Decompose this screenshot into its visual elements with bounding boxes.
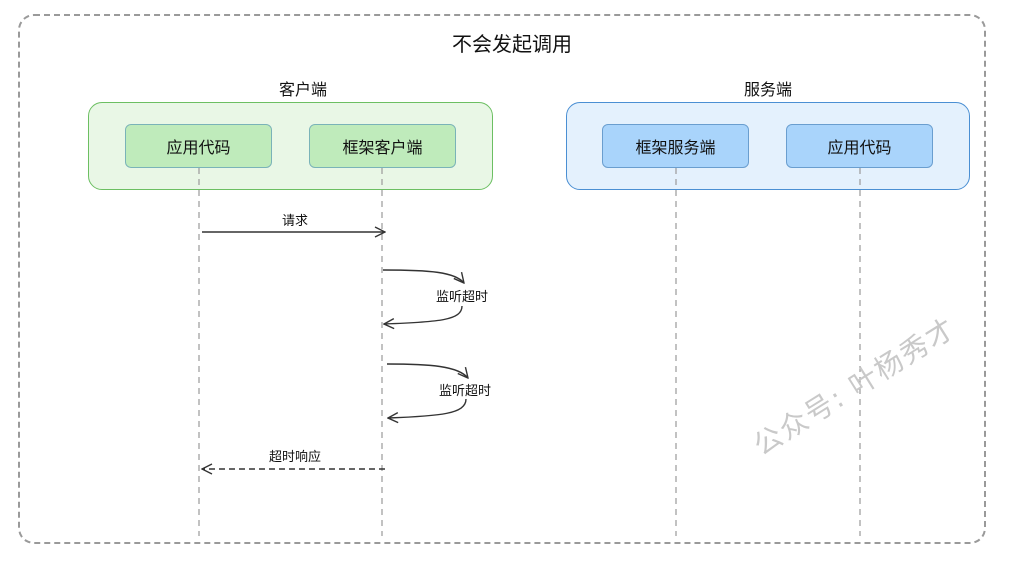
client-framework-node: 框架客户端 — [309, 124, 456, 168]
timeout-loop-1-back — [384, 305, 463, 324]
timeout-response-label: 超时响应 — [268, 450, 321, 465]
request-label: 请求 — [281, 214, 308, 229]
timeout-watch-label-2: 监听超时 — [438, 384, 491, 399]
server-framework-node: 框架服务端 — [602, 124, 749, 168]
timeout-loop-2-back — [388, 398, 467, 418]
server-group-label: 服务端 — [743, 80, 792, 99]
timeout-loop-2-out — [386, 363, 468, 378]
diagram-frame — [18, 14, 986, 544]
server-app-code-node: 应用代码 — [786, 124, 933, 168]
timeout-watch-label-1: 监听超时 — [435, 290, 488, 305]
client-group-label: 客户端 — [278, 80, 327, 99]
timeout-loop-1-out — [382, 269, 464, 283]
client-app-code-node: 应用代码 — [125, 124, 272, 168]
diagram-title: 不会发起调用 — [452, 32, 572, 56]
